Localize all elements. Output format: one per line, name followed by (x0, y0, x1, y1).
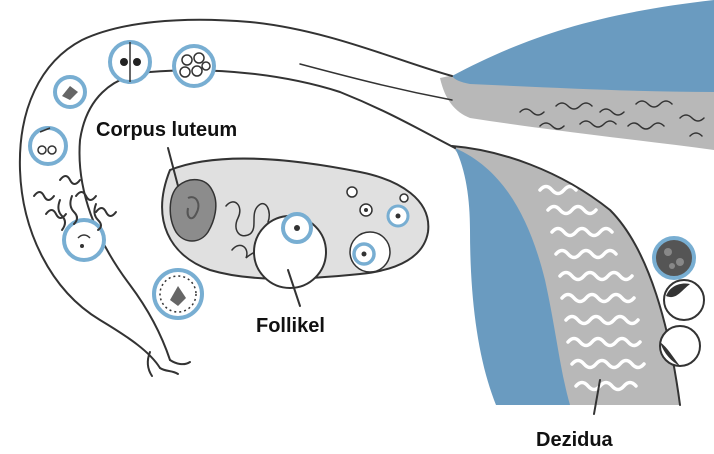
zygote-2cell (110, 42, 150, 82)
blastocyst (664, 280, 704, 320)
label-corpus-luteum: Corpus luteum (96, 119, 237, 141)
oocyte-with-sperm (58, 196, 104, 260)
label-follikel: Follikel (256, 315, 325, 337)
morula-stage (174, 46, 214, 86)
blastocyst-implanted (654, 238, 694, 278)
uterus-upper-blue-wall (452, 0, 714, 92)
ovulated-oocyte (154, 270, 202, 318)
ovary (162, 159, 428, 288)
label-dezidua: Dezidua (536, 429, 614, 451)
oocyte-pronuclei (30, 128, 66, 164)
early-blastocyst (660, 326, 700, 366)
fertilized-oocyte (55, 77, 85, 107)
secondary-follicle (350, 232, 390, 272)
